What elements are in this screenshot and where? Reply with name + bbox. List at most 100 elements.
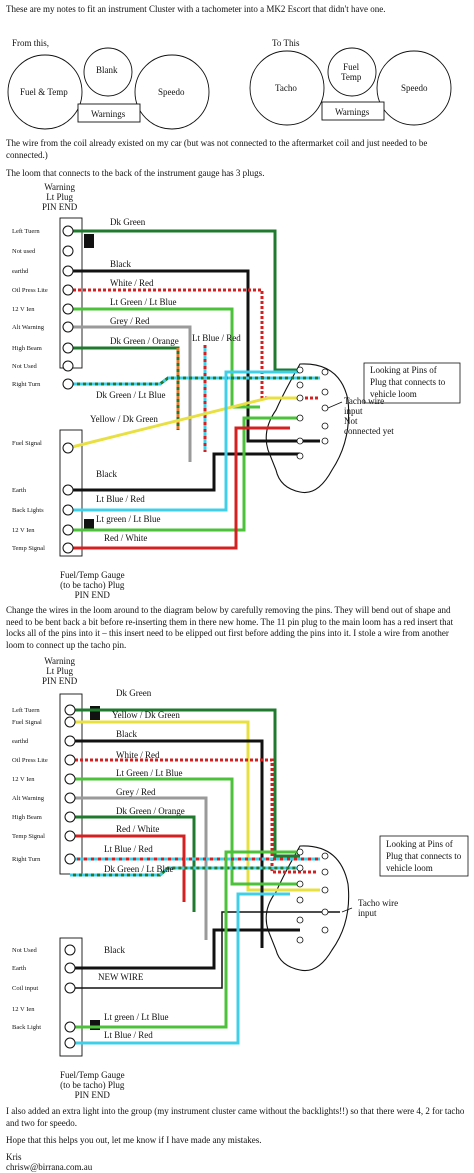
d2-key-block	[90, 706, 100, 720]
to-label: To This	[272, 38, 300, 48]
fuel-temp-gauge-from	[7, 54, 83, 130]
d2-wire-black	[70, 739, 264, 948]
d2-label-white-red: White / Red	[116, 750, 160, 760]
d1-wire-lt-green-lt-blue	[68, 416, 300, 532]
d2-key-block-2	[90, 1020, 100, 1030]
d1-label-red-white: Red / White	[104, 533, 148, 543]
d2-pin-not-used: Not Used	[12, 947, 37, 954]
d1-key-block-2	[84, 519, 94, 529]
d1-wire-black	[68, 269, 320, 443]
label-tacho: Tacho	[275, 83, 297, 93]
d1-pin-not-used: Not used	[12, 248, 36, 255]
d1-pin-12v: 12 V Ien	[12, 306, 35, 313]
d2-vehicle-plug	[265, 845, 350, 972]
d1-label-lt-green-blue: Lt Green / Lt Blue	[110, 297, 177, 307]
blank-gauge-from	[83, 47, 133, 97]
d2-gauge-plug-title: Fuel/Temp Gauge (to be tacho) Plug PIN E…	[60, 1070, 125, 1100]
label-fuel-temp: Fuel & Temp	[20, 87, 68, 97]
d2-pin-earth-b: Earth	[12, 965, 27, 972]
d1-wire-black-earth	[68, 452, 300, 492]
d2-pin-12v-b: 12 V Ien	[12, 1006, 35, 1013]
d1-plug-note: Looking at Pins of Plug that connects to…	[370, 365, 446, 399]
extra-light-paragraph: I also added an extra light into the gro…	[6, 1106, 465, 1128]
d2-plug-note: Looking at Pins of Plug that connects to…	[386, 839, 462, 873]
d1-pin-alt-warning: Alt Warning	[12, 324, 45, 331]
d1-label-dk-green-orange: Dk Green / Orange	[110, 336, 179, 346]
d2-label-red-white: Red / White	[116, 824, 160, 834]
d1-pin-earth-b: Earth	[12, 487, 27, 494]
d1-label-dk-green: Dk Green	[110, 217, 146, 227]
d2-label-yellow-dk-green: Yellow / Dk Green	[112, 710, 180, 720]
signature-email[interactable]: chrisw@birrana.com.au	[6, 1162, 93, 1172]
d1-label-yellow-dk-green: Yellow / Dk Green	[90, 414, 158, 424]
d2-wire-dk-green-orange	[70, 815, 196, 912]
d2-pin-right-turn: Right Turn	[12, 856, 41, 863]
d1-tacho-note: Tacho wire input Not connected yet	[344, 396, 394, 436]
d1-label-black: Black	[110, 259, 131, 269]
d2-wire-black-earth	[70, 928, 300, 970]
d1-vehicle-plug	[265, 363, 350, 494]
d1-label-grey-red: Grey / Red	[110, 316, 150, 326]
warnings-box-to	[321, 101, 385, 121]
d2-wire-lt-green-blue	[70, 777, 300, 886]
d1-wire-lt-blue-red	[68, 370, 300, 512]
d2-tacho-pointer	[341, 907, 353, 913]
d1-pin-12v-b: 12 V Ien	[12, 527, 35, 534]
d2-pin-oil-press: Oil Press Lite	[12, 757, 48, 764]
d1-plug-note-box	[363, 362, 461, 404]
d2-label-dk-green: Dk Green	[116, 688, 152, 698]
speedo-gauge-to	[376, 50, 452, 126]
d2-pin-temp-signal: Temp Signal	[12, 833, 45, 840]
d2-wire-yellow-dk-green	[70, 720, 320, 892]
label-fuel-temp-to: Fuel Temp	[341, 62, 362, 82]
label-speedo-from: Speedo	[158, 87, 185, 97]
diagram1-wiring-svg	[59, 217, 461, 557]
d1-pin-temp-signal: Temp Signal	[12, 545, 45, 552]
d1-pin-left-turn: Left Tuern	[12, 228, 40, 235]
d2-warning-plug-title: Warning Lt Plug PIN END	[42, 656, 78, 686]
label-speedo-to: Speedo	[401, 83, 428, 93]
d1-pin-back-lights: Back Lights	[12, 507, 44, 514]
d1-pin-oil-press: Oil Press Lite	[12, 287, 48, 294]
d1-label-white-red: White / Red	[110, 278, 154, 288]
d1-pin-right-turn: Right Turn	[12, 381, 41, 388]
tacho-gauge-to	[249, 50, 325, 126]
d2-label-black-earth: Black	[104, 945, 125, 955]
hope-paragraph: Hope that this helps you out, let me kno…	[6, 1135, 262, 1145]
coil-paragraph: The wire from the coil already existed o…	[6, 138, 428, 160]
d2-label-new-wire: NEW WIRE	[98, 972, 144, 982]
d1-wire-yellow-dk-green	[67, 396, 300, 450]
d2-wire-white-red	[70, 758, 318, 874]
label-warnings-to: Warnings	[335, 107, 370, 117]
d2-pin-left-turn: Left Tuern	[12, 707, 40, 714]
d2-wire-new	[70, 911, 340, 989]
d1-label-dk-green-lt-blue: Dk Green / Lt Blue	[96, 390, 166, 400]
d2-wire-dk-green	[70, 708, 300, 858]
d1-label-lt-blue-red-mid: Lt Blue / Red	[192, 333, 241, 343]
from-label: From this,	[12, 38, 50, 48]
gauge-layout-svg	[7, 47, 452, 130]
d1-pin-fuel-signal: Fuel Signal	[12, 440, 42, 447]
d2-pin-earth: earthd	[12, 738, 29, 745]
d1-pin-not-used-2: Not Used	[12, 363, 37, 370]
d1-pin-earth: earthd	[12, 268, 29, 275]
plugs-paragraph: The loom that connects to the back of th…	[6, 168, 265, 178]
d1-label-lt-blue-red: Lt Blue / Red	[96, 494, 145, 504]
d1-label-black-earth: Black	[96, 469, 117, 479]
d1-tacho-pointer	[327, 401, 343, 409]
d2-pin-fuel-signal: Fuel Signal	[12, 719, 42, 726]
intro-text: These are my notes to fit an instrument …	[6, 4, 386, 14]
d1-pin-high-beam: High Beam	[12, 345, 42, 352]
d2-wire-red-white	[70, 834, 186, 902]
d2-pin-back-light: Back Light	[12, 1024, 42, 1031]
change-paragraph: Change the wires in the loom around to t…	[6, 605, 454, 650]
d2-gauge-connector	[59, 937, 83, 1057]
warnings-box-from	[77, 103, 141, 123]
d2-pin-alt-warning: Alt Warning	[12, 795, 45, 802]
d1-gauge-connector	[59, 429, 83, 557]
label-warnings-from: Warnings	[91, 109, 126, 119]
d2-label-dk-green-orange: Dk Green / Orange	[116, 806, 185, 816]
d1-gauge-plug-title: Fuel/Temp Gauge (to be tacho) Plug PIN E…	[60, 570, 125, 600]
d1-wire-dk-green	[68, 229, 300, 372]
